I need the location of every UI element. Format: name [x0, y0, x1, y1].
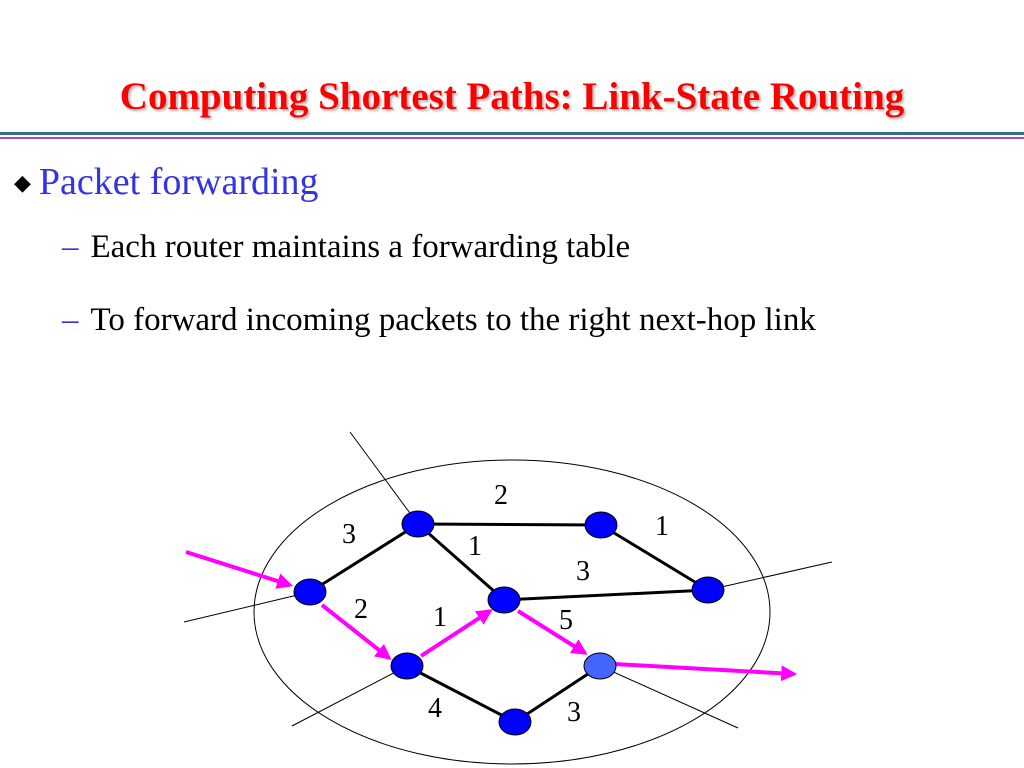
sub-bullet-text: Each router maintains a forwarding table [90, 229, 631, 265]
bullet-packet-forwarding: ◆ Packet forwarding [14, 160, 319, 204]
external-line [183, 591, 311, 623]
link [514, 664, 601, 724]
link-cost-label: 4 [428, 693, 442, 724]
external-line [291, 665, 408, 727]
title-rule-top [0, 132, 1024, 135]
diamond-bullet-icon: ◆ [14, 170, 31, 195]
network-boundary [253, 459, 771, 765]
title-rule-bottom [0, 137, 1024, 139]
link-cost-label: 2 [494, 480, 508, 511]
link [309, 522, 419, 594]
link [600, 523, 709, 592]
router-node [584, 511, 618, 539]
link-cost-label: 1 [433, 602, 447, 633]
dash-marker: – [62, 229, 79, 265]
external-line [707, 561, 833, 591]
link-cost-label: 1 [655, 511, 669, 542]
dash-marker: – [62, 302, 79, 338]
router-node [401, 510, 435, 538]
link-cost-label: 1 [468, 531, 482, 562]
router-node [583, 652, 617, 680]
link-cost-label: 3 [342, 519, 356, 550]
router-node [691, 576, 725, 604]
link-cost-label: 2 [354, 594, 368, 625]
external-line [349, 431, 419, 525]
router-node [390, 652, 424, 680]
path-arrow [613, 662, 798, 682]
path-arrow [516, 609, 588, 655]
router-node [498, 708, 532, 736]
path-arrow [419, 609, 493, 658]
link [503, 588, 709, 602]
sub-bullet-text: To forward incoming packets to the right… [90, 302, 816, 338]
link [406, 664, 516, 724]
slide-title: Computing Shortest Paths: Link-State Rou… [119, 75, 905, 118]
bullet-label: Packet forwarding [38, 161, 319, 203]
sub-bullet-2: –To forward incoming packets to the righ… [62, 302, 816, 339]
router-node [293, 578, 327, 606]
path-arrow [185, 550, 294, 589]
link-cost-label: 5 [559, 605, 573, 636]
path-arrow [320, 603, 392, 660]
router-node [487, 586, 521, 614]
link-cost-label: 3 [567, 697, 581, 728]
link [417, 522, 505, 602]
sub-bullet-1: –Each router maintains a forwarding tabl… [62, 229, 630, 266]
link [417, 522, 602, 527]
forwarding-path [185, 550, 798, 682]
external-line [599, 665, 739, 729]
link-cost-label: 3 [576, 556, 590, 587]
